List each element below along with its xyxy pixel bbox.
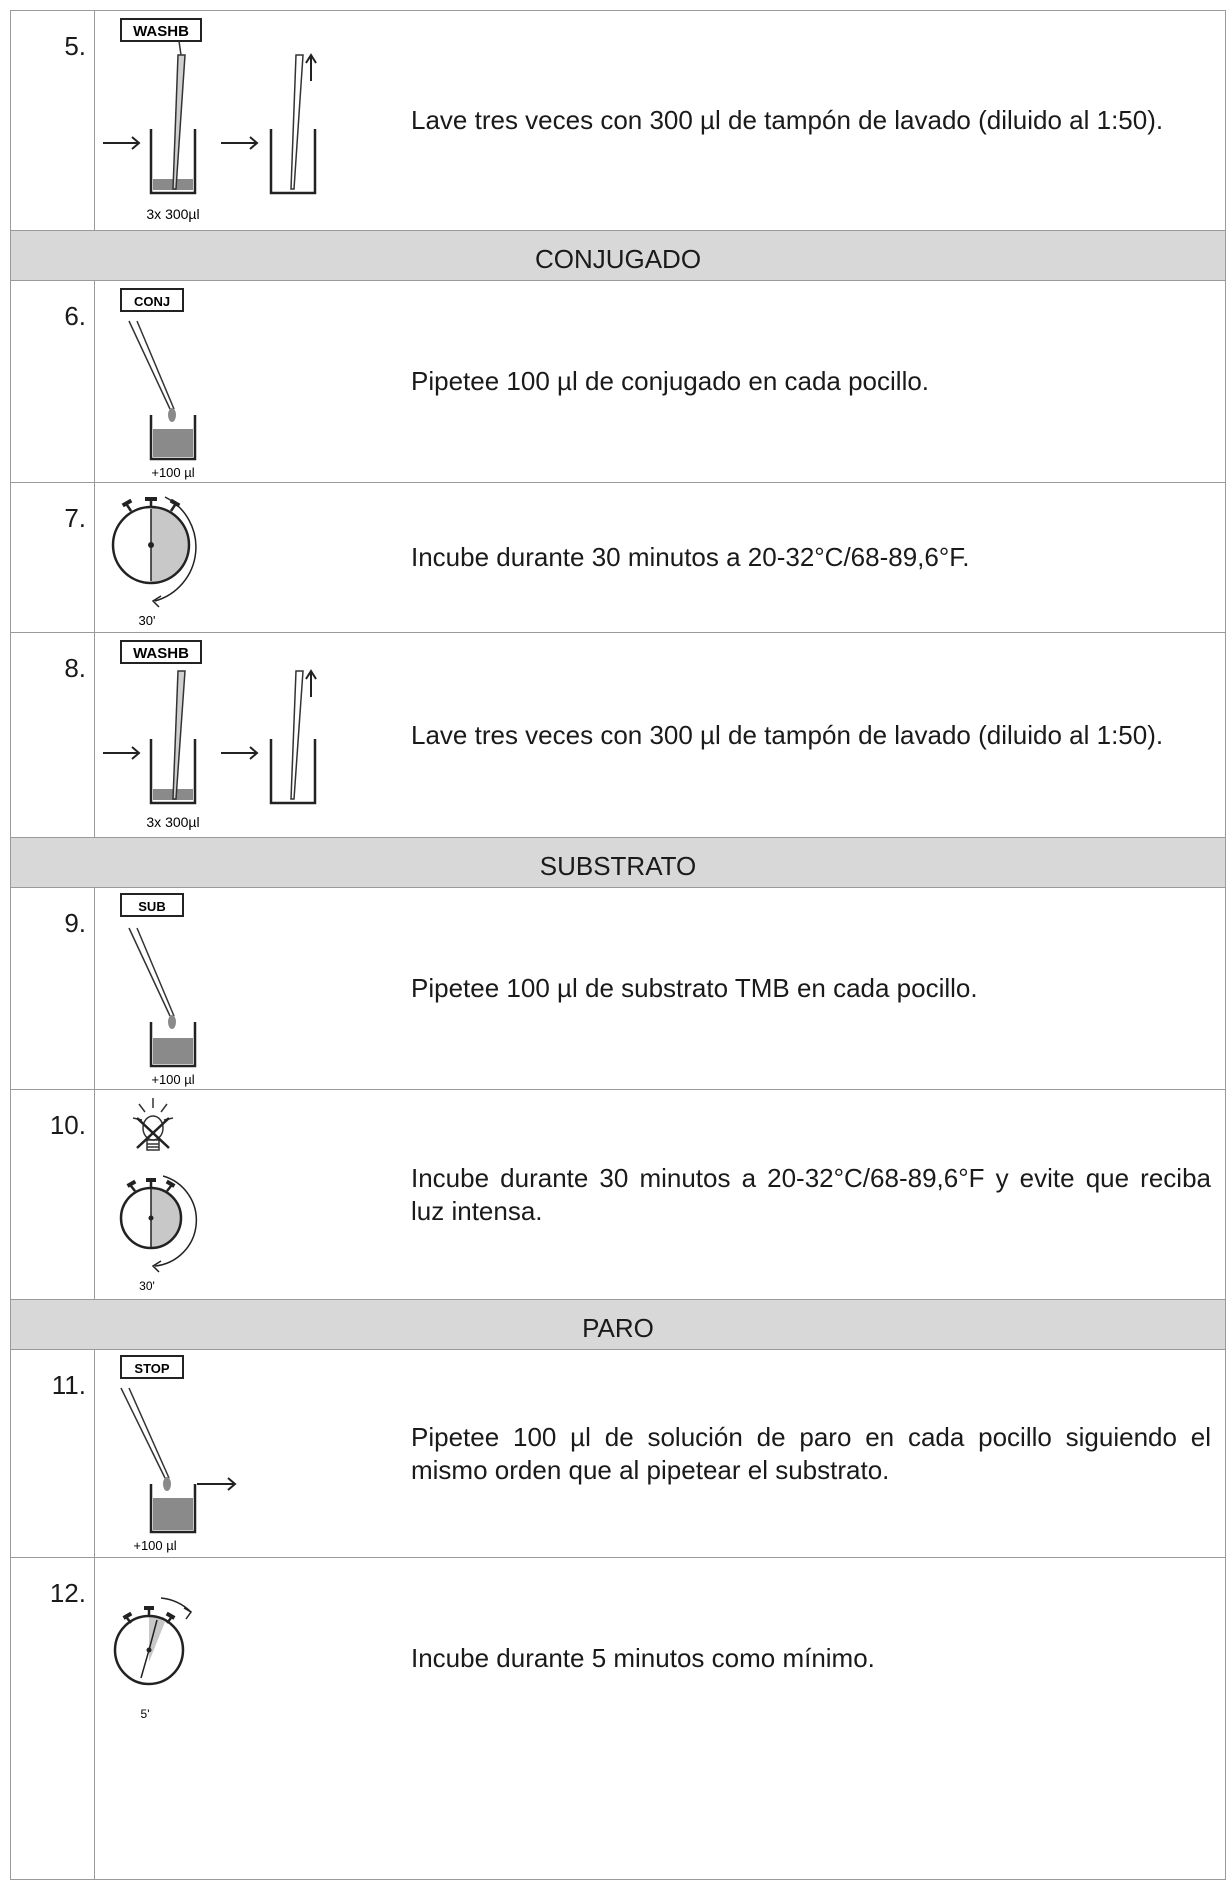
step-row: 10. [10,1089,1226,1299]
step-text: Incube durante 30 minutos a 20-32°C/68-8… [411,1162,1211,1226]
step-text: Pipetee 100 µl de substrato TMB en cada … [411,973,978,1003]
reagent-label: STOP [134,1361,169,1376]
step-text: Lave tres veces con 300 µl de tampón de … [411,105,1164,135]
time-label: 30' [139,1279,155,1293]
volume-label: +100 µl [151,465,194,480]
pipette-icon [120,1387,171,1491]
arrow-icon [103,746,141,760]
step-row: 6. CONJ +100 µl Pipetee 100 µl de [10,280,1226,482]
volume-label: +100 µl [133,1538,176,1553]
section-header-conjugado: CONJUGADO [10,230,1226,280]
section-header-paro: PARO [10,1299,1226,1349]
step-number: 11. [11,1350,95,1557]
reagent-label-box: SUB [120,893,184,917]
wash-illustration: WASHB [95,633,415,837]
step-number: 9. [11,888,95,1089]
pipette-icon [172,40,186,190]
well-icon [149,1022,197,1068]
arrow-icon [221,136,259,150]
stopwatch-icon [113,1597,193,1686]
incubation-illustration: 5' [95,1558,415,1879]
wash-illustration: WASHB [95,11,415,230]
section-title: SUBSTRATO [539,851,697,881]
reagent-label: SUB [138,899,165,914]
well-icon [149,1484,197,1534]
step-number: 7. [11,483,95,632]
step-number: 6. [11,281,95,482]
step-text: Lave tres veces con 300 µl de tampón de … [411,719,1164,750]
pipette-icon [128,320,176,422]
stopwatch-icon [119,1175,198,1273]
reagent-label-box: WASHB [120,640,202,664]
volume-label: 3x 300µl [146,814,199,830]
pipetting-illustration: SUB +100 µl [95,888,415,1089]
arrow-icon [221,746,259,760]
well-icon [269,739,317,805]
reagent-label: WASHB [133,645,189,662]
stopwatch-icon [111,496,197,608]
step-row: 7. 30' Incube [10,482,1226,632]
step-text: Incube durante 5 minutos como mínimo. [411,1642,875,1673]
dark-incubation-illustration: 30' [95,1090,415,1299]
arrow-icon [197,1477,237,1491]
step-row: 11. STOP +100 µl [10,1349,1226,1557]
pipetting-illustration: CONJ +100 µl [95,281,415,482]
section-header-substrato: SUBSTRATO [10,837,1226,887]
arrow-icon [103,136,141,150]
step-number: 8. [11,633,95,837]
incubation-illustration: 30' [95,483,415,632]
pipette-icon [128,927,176,1029]
step-number: 10. [11,1090,95,1299]
step-row: 5. WASHB [10,10,1226,230]
step-row: 8. WASHB [10,632,1226,837]
reagent-label: CONJ [134,294,170,309]
stop-illustration: STOP +100 µl [95,1350,415,1557]
time-label: 5' [141,1707,150,1721]
section-title: CONJUGADO [534,244,702,274]
step-number: 12. [11,1558,95,1879]
pipette-icon [172,670,186,800]
step-text: Pipetee 100 µl de conjugado en cada poci… [411,366,930,396]
step-text: Incube durante 30 minutos a 20-32°C/68-8… [411,542,970,572]
pipette-icon [290,53,317,190]
section-title: PARO [582,1313,654,1343]
step-number: 5. [11,11,95,230]
pipette-icon [290,669,317,800]
no-light-icon [132,1098,174,1151]
reagent-label-box: STOP [120,1355,184,1379]
reagent-label-box: CONJ [120,288,184,312]
well-icon [149,415,197,461]
time-label: 30' [139,613,156,628]
step-row: 9. SUB +100 µl Pipetee 100 µl de s [10,887,1226,1089]
volume-label: +100 µl [151,1072,194,1087]
reagent-label: WASHB [133,23,189,40]
volume-label: 3x 300µl [146,206,199,222]
step-text: Pipetee 100 µl de solución de paro en ca… [411,1421,1211,1485]
step-row: 12. 5' [10,1557,1226,1880]
reagent-label-box: WASHB [120,18,202,42]
well-icon [269,129,317,195]
